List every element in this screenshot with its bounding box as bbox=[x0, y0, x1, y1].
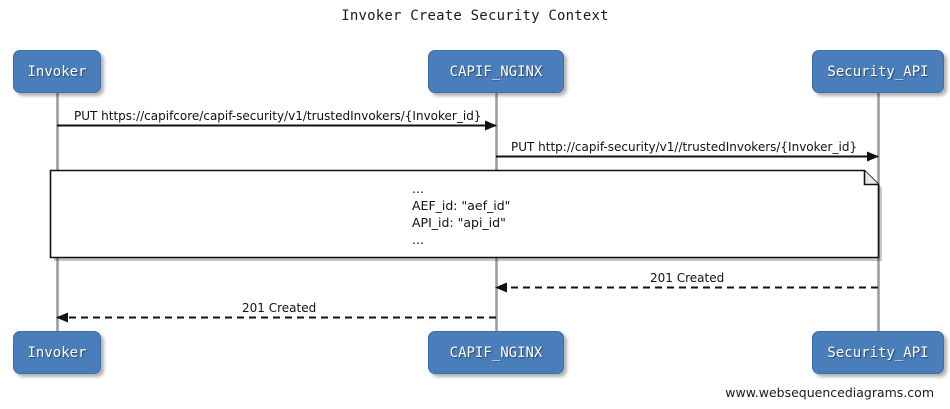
message-label-msg-2: PUT http://capif-security/v1//trustedInv… bbox=[511, 140, 858, 154]
participant-label: Invoker bbox=[27, 63, 87, 80]
note-shape-group bbox=[49, 169, 882, 261]
note-line: ... bbox=[412, 181, 424, 196]
participant-label: Security_API bbox=[827, 344, 929, 361]
message-label-msg-3: 201 Created bbox=[650, 271, 725, 285]
note-line: ... bbox=[412, 232, 424, 247]
participant-security-api-top[interactable]: Security_API bbox=[812, 50, 944, 93]
participant-label: CAPIF_NGINX bbox=[449, 344, 543, 361]
note-fold-corner-icon bbox=[863, 170, 879, 186]
note-line: API_id: "api_id" bbox=[412, 215, 506, 230]
participant-capif-nginx-top[interactable]: CAPIF_NGINX bbox=[428, 50, 564, 93]
participant-label: Invoker bbox=[27, 344, 87, 361]
participant-capif-nginx-bottom[interactable]: CAPIF_NGINX bbox=[428, 331, 564, 374]
note-content: ... AEF_id: "aef_id" API_id: "api_id"... bbox=[412, 180, 510, 248]
participant-security-api-bottom[interactable]: Security_API bbox=[812, 331, 944, 374]
message-label-msg-1: PUT https://capifcore/capif-security/v1/… bbox=[74, 109, 482, 123]
note-body bbox=[49, 169, 880, 259]
page-title: Invoker Create Security Context bbox=[341, 8, 609, 24]
note-line: AEF_id: "aef_id" bbox=[412, 198, 511, 213]
arrows-group bbox=[56, 120, 879, 323]
participant-invoker-top[interactable]: Invoker bbox=[13, 50, 101, 93]
watermark-credit: www.websequencediagrams.com bbox=[725, 385, 934, 400]
participant-label: Security_API bbox=[827, 63, 929, 80]
participant-label: CAPIF_NGINX bbox=[449, 63, 543, 80]
message-label-msg-4: 201 Created bbox=[242, 301, 317, 315]
participant-invoker-bottom[interactable]: Invoker bbox=[13, 331, 101, 374]
